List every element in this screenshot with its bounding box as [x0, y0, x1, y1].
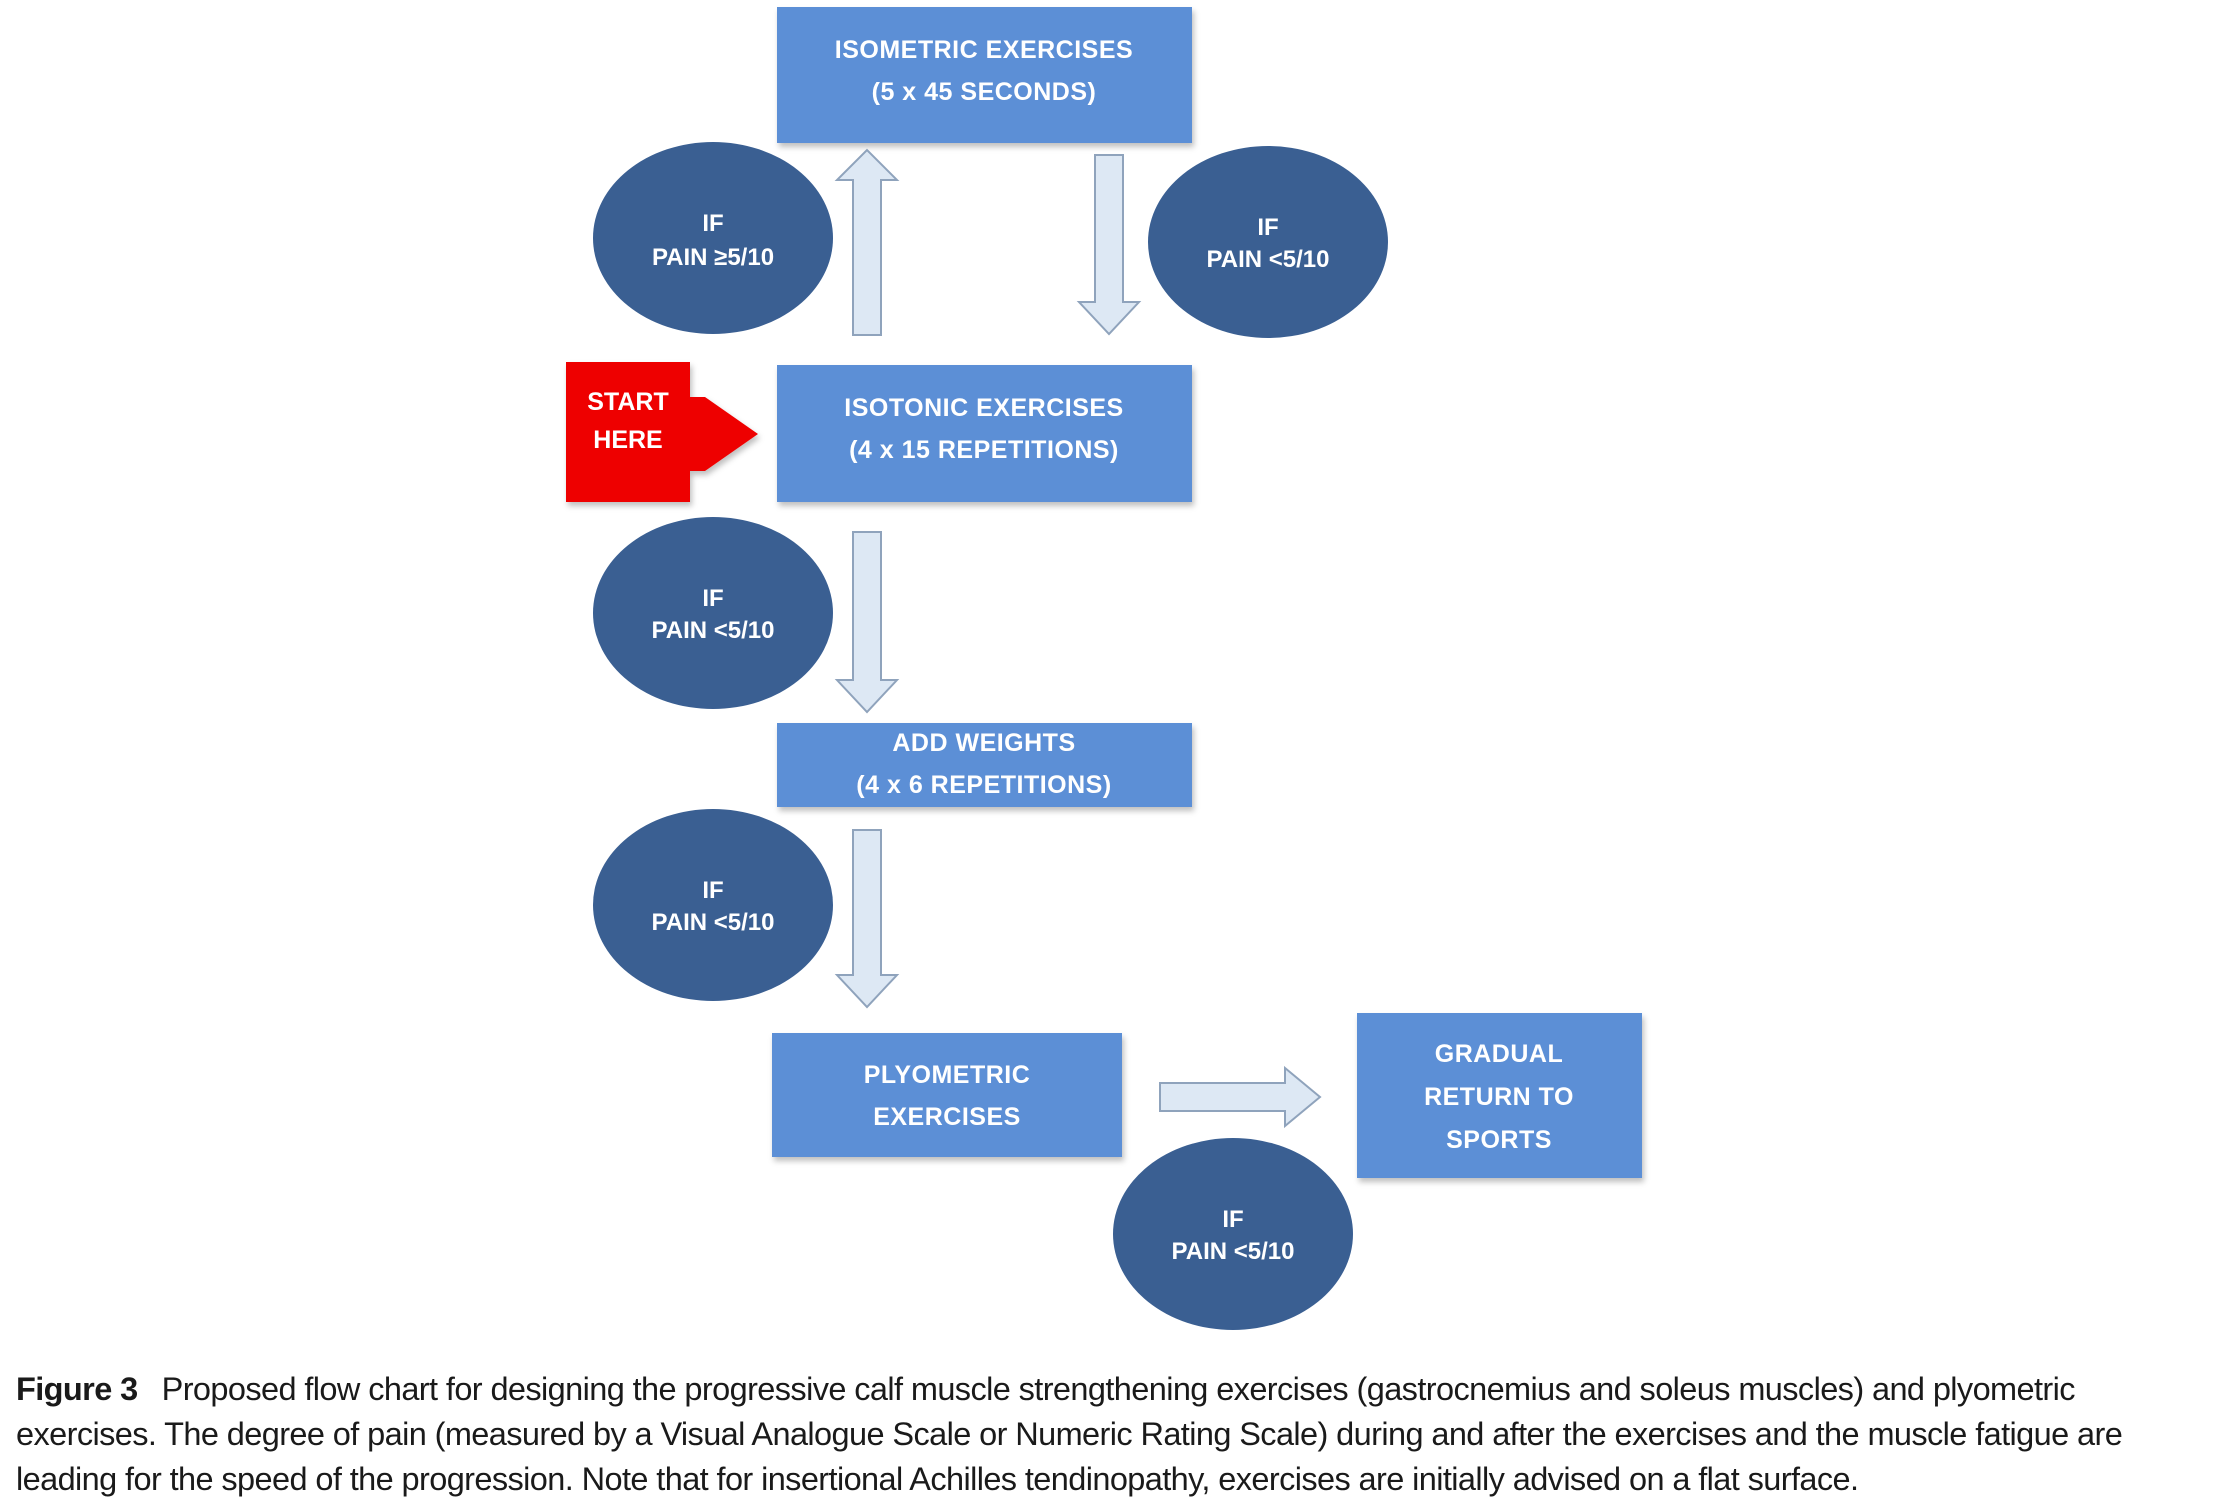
condition-pain-low-plyometric-line2: PAIN <5/10	[1172, 1238, 1295, 1265]
arrow-down-to-add-weights	[834, 531, 900, 714]
condition-pain-low-plyometric-oval: IF PAIN <5/10	[1113, 1138, 1353, 1330]
start-line2: HERE	[593, 426, 662, 454]
add-weights-line2: (4 x 6 REPETITIONS)	[856, 771, 1111, 799]
condition-pain-low-right-line1: IF	[1257, 214, 1278, 241]
isotonic-line2: (4 x 15 REPETITIONS)	[849, 436, 1119, 464]
gradual-return-line2: RETURN TO	[1424, 1083, 1574, 1111]
add-weights-box: ADD WEIGHTS (4 x 6 REPETITIONS)	[777, 723, 1192, 807]
arrow-right-to-gradual-return	[1159, 1065, 1322, 1129]
condition-pain-low-isotonic-line1: IF	[702, 585, 723, 612]
arrow-up-to-isometric	[834, 148, 900, 336]
condition-pain-low-weights-oval: IF PAIN <5/10	[593, 809, 833, 1001]
plyometric-line2: EXERCISES	[873, 1103, 1021, 1131]
condition-pain-high-line1: IF	[702, 210, 723, 237]
gradual-return-line3: SPORTS	[1446, 1126, 1552, 1154]
arrow-down-to-isotonic	[1076, 154, 1142, 336]
condition-pain-low-isotonic-oval: IF PAIN <5/10	[593, 517, 833, 709]
flow-chart: ISOMETRIC EXERCISES (5 x 45 SECONDS) ISO…	[566, 7, 1642, 1330]
start-here-arrow: START HERE	[566, 362, 758, 502]
isometric-exercises-box: ISOMETRIC EXERCISES (5 x 45 SECONDS)	[777, 7, 1192, 143]
gradual-return-line1: GRADUAL	[1435, 1040, 1564, 1068]
condition-pain-low-weights-line2: PAIN <5/10	[652, 909, 775, 936]
figure-label: Figure 3	[16, 1371, 138, 1407]
caption-text: Proposed flow chart for designing the pr…	[16, 1371, 2123, 1497]
isometric-line1: ISOMETRIC EXERCISES	[835, 36, 1133, 64]
plyometric-line1: PLYOMETRIC	[864, 1061, 1031, 1089]
condition-pain-low-isotonic-line2: PAIN <5/10	[652, 617, 775, 644]
gradual-return-box: GRADUAL RETURN TO SPORTS	[1357, 1013, 1642, 1178]
add-weights-line1: ADD WEIGHTS	[892, 729, 1075, 757]
condition-pain-high-oval: IF PAIN ≥5/10	[593, 142, 833, 334]
isotonic-line1: ISOTONIC EXERCISES	[844, 394, 1123, 422]
condition-pain-high-line2: PAIN ≥5/10	[652, 244, 774, 271]
arrow-down-to-plyometric	[834, 829, 900, 1009]
condition-pain-low-weights-line1: IF	[702, 877, 723, 904]
plyometric-exercises-box: PLYOMETRIC EXERCISES	[772, 1033, 1122, 1157]
isotonic-exercises-box: ISOTONIC EXERCISES (4 x 15 REPETITIONS)	[777, 365, 1192, 502]
isometric-line2: (5 x 45 SECONDS)	[872, 78, 1097, 106]
condition-pain-low-right-oval: IF PAIN <5/10	[1148, 146, 1388, 338]
condition-pain-low-right-line2: PAIN <5/10	[1207, 246, 1330, 273]
start-line1: START	[587, 388, 668, 416]
condition-pain-low-plyometric-line1: IF	[1222, 1206, 1243, 1233]
